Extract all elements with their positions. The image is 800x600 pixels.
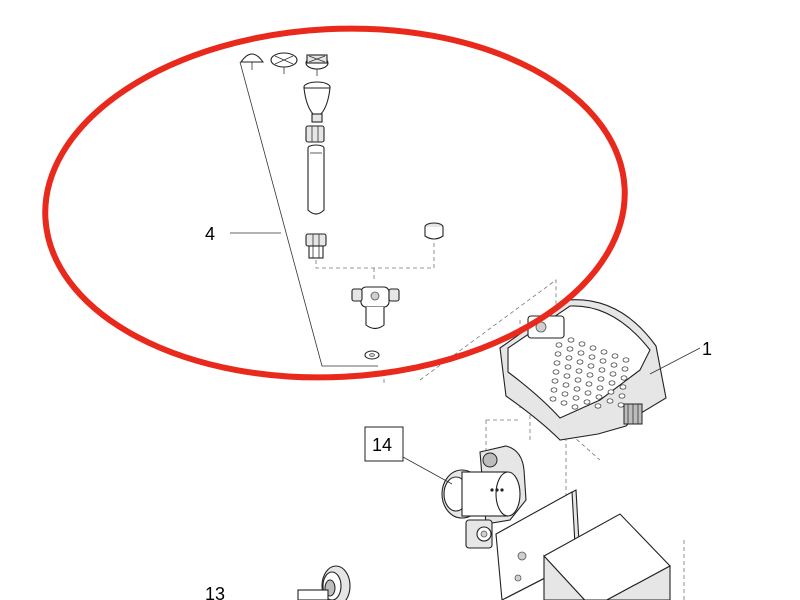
perforation-hole	[573, 386, 581, 392]
spare-cap	[424, 222, 444, 240]
perforation-hole	[588, 354, 596, 360]
perforation-hole	[620, 375, 628, 381]
perforation-hole	[606, 398, 614, 404]
hex-adapter	[305, 125, 325, 143]
perforation-hole	[549, 396, 557, 402]
perforation-hole	[571, 404, 579, 410]
group-4-bracket	[230, 61, 378, 367]
washer	[364, 350, 380, 360]
perforation-hole	[595, 394, 603, 400]
perforation-hole	[583, 399, 591, 405]
perforation-hole	[617, 402, 625, 408]
perforation-hole	[600, 349, 608, 355]
perforation-hole	[610, 362, 618, 368]
highlight-ellipse	[42, 25, 628, 381]
perforation-hole	[574, 377, 582, 383]
perforation-hole	[560, 400, 568, 406]
perforation-hole	[567, 337, 575, 343]
perforation-hole	[554, 351, 562, 357]
nozzle-caps	[239, 52, 329, 76]
lower-connector	[305, 233, 327, 259]
perforation-hole	[552, 369, 560, 375]
perforation-hole	[599, 358, 607, 364]
callout-1-leader	[649, 347, 701, 375]
perforation-hole	[596, 385, 604, 391]
perforation-hole	[564, 364, 572, 370]
housing-cover	[499, 299, 667, 441]
perforation-hole	[577, 350, 585, 356]
funnel-nozzle	[303, 81, 331, 123]
perforation-hole	[565, 355, 573, 361]
perforation-hole	[609, 371, 617, 377]
callout-14-box	[364, 426, 404, 462]
housing-perforations	[549, 333, 630, 410]
perforation-hole	[598, 367, 606, 373]
perforation-hole	[550, 387, 558, 393]
callout-1: 1	[702, 339, 712, 359]
callout-14: 14	[372, 435, 392, 455]
perforation-hole	[561, 391, 569, 397]
perforation-hole	[551, 378, 559, 384]
perforation-hole	[611, 353, 619, 359]
callout-14-leader	[402, 456, 453, 485]
perforation-hole	[586, 372, 594, 378]
perforation-hole	[584, 390, 592, 396]
perforation-hole	[575, 368, 583, 374]
callout-4: 4	[205, 224, 215, 244]
perforation-hole	[618, 393, 626, 399]
perforation-hole	[562, 382, 570, 388]
perforation-hole	[607, 389, 615, 395]
extension-tube	[307, 144, 325, 215]
base-box	[543, 513, 671, 600]
perforation-hole	[621, 366, 629, 372]
pump-motor	[441, 445, 527, 549]
perforation-hole	[566, 346, 574, 352]
perforation-hole	[597, 376, 605, 382]
perforation-hole	[576, 359, 584, 365]
perforation-hole	[587, 363, 595, 369]
perforation-hole	[622, 357, 630, 363]
hose-connector	[297, 565, 351, 600]
callout-13: 13	[205, 584, 225, 600]
perforation-hole	[619, 384, 627, 390]
perforation-hole	[555, 342, 563, 348]
diverter-valve	[351, 286, 400, 330]
perforation-hole	[572, 395, 580, 401]
assembly-guide-4	[315, 242, 435, 269]
perforation-hole	[563, 373, 571, 379]
perforation-hole	[578, 341, 586, 347]
perforation-hole	[553, 360, 561, 366]
perforation-hole	[594, 403, 602, 409]
perforation-hole	[608, 380, 616, 386]
perforation-hole	[589, 345, 597, 351]
mounting-plate	[495, 489, 581, 600]
perforation-hole	[585, 381, 593, 387]
